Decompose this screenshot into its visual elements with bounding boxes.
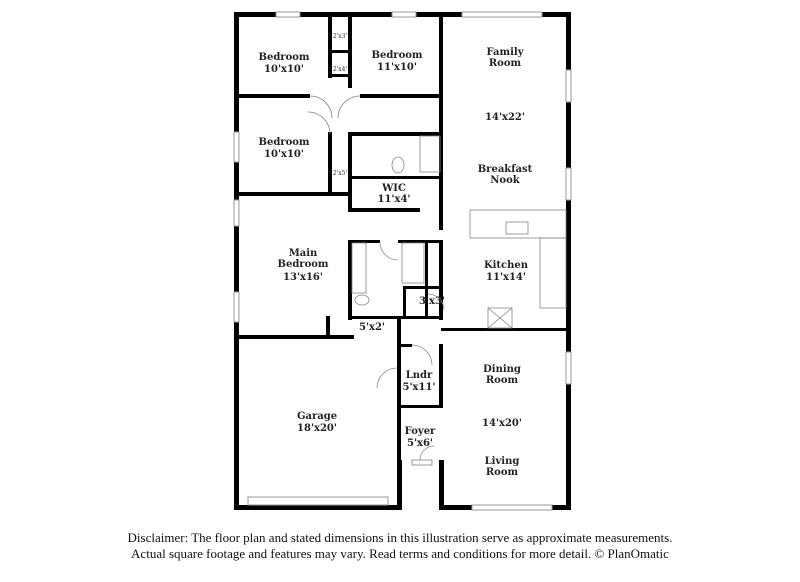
room-size-bedroom-3: 10'x10' <box>264 149 304 160</box>
room-name-word: Room <box>486 467 519 478</box>
room-size-kitchen: 11'x14' <box>486 272 526 283</box>
room-name-word: Room <box>489 58 522 69</box>
windows <box>233 11 572 511</box>
room-name-bedroom-1: Bedroom <box>259 52 310 63</box>
room-name-wic: WIC <box>381 183 406 194</box>
room-name-word: Breakfast <box>478 164 533 175</box>
room-labels: Bedroom 10'x10' Bedroom 11'x10' Bedroom … <box>259 33 533 478</box>
room-size-dining-room: 14'x20' <box>482 418 522 429</box>
room-size-foyer: 5'x6' <box>407 438 433 449</box>
room-name-word: Room <box>486 375 519 386</box>
disclaimer-line-1: Disclaimer: The floor plan and stated di… <box>127 530 673 545</box>
disclaimer-line-2: Actual square footage and features may v… <box>131 546 669 561</box>
room-name-laundry: Lndr <box>406 370 433 381</box>
closet-size-1: 2'x3' <box>333 33 348 40</box>
room-size-garage: 18'x20' <box>297 423 337 434</box>
room-name-word: Nook <box>490 175 520 186</box>
room-name-bedroom-2: Bedroom <box>372 50 423 61</box>
room-size-bedroom-1: 10'x10' <box>264 64 304 75</box>
room-size-family-room: 14'x22' <box>485 112 525 123</box>
closet-size-3: 2'x5' <box>333 170 348 177</box>
room-name-word: Dining <box>483 364 521 375</box>
room-name-word: Family <box>486 47 524 58</box>
room-name-bedroom-3: Bedroom <box>259 137 310 148</box>
hall-size: 5'x2' <box>359 322 385 333</box>
room-name-garage: Garage <box>297 411 337 422</box>
room-name-word: Living <box>485 456 520 467</box>
room-name-foyer: Foyer <box>405 426 436 437</box>
room-size-main-bedroom: 13'x16' <box>283 272 323 283</box>
room-size-bedroom-2: 11'x10' <box>377 62 417 73</box>
closet-size-2: 2'x4' <box>333 66 348 73</box>
room-name-word: Main <box>289 248 318 259</box>
room-size-wic: 11'x4' <box>378 194 411 205</box>
room-name-kitchen: Kitchen <box>484 260 529 271</box>
room-size-laundry: 5'x11' <box>403 382 436 393</box>
room-name-word: Bedroom <box>278 259 329 270</box>
fixtures <box>307 95 567 461</box>
closet-size-3x3: 3'x3' <box>419 296 445 307</box>
